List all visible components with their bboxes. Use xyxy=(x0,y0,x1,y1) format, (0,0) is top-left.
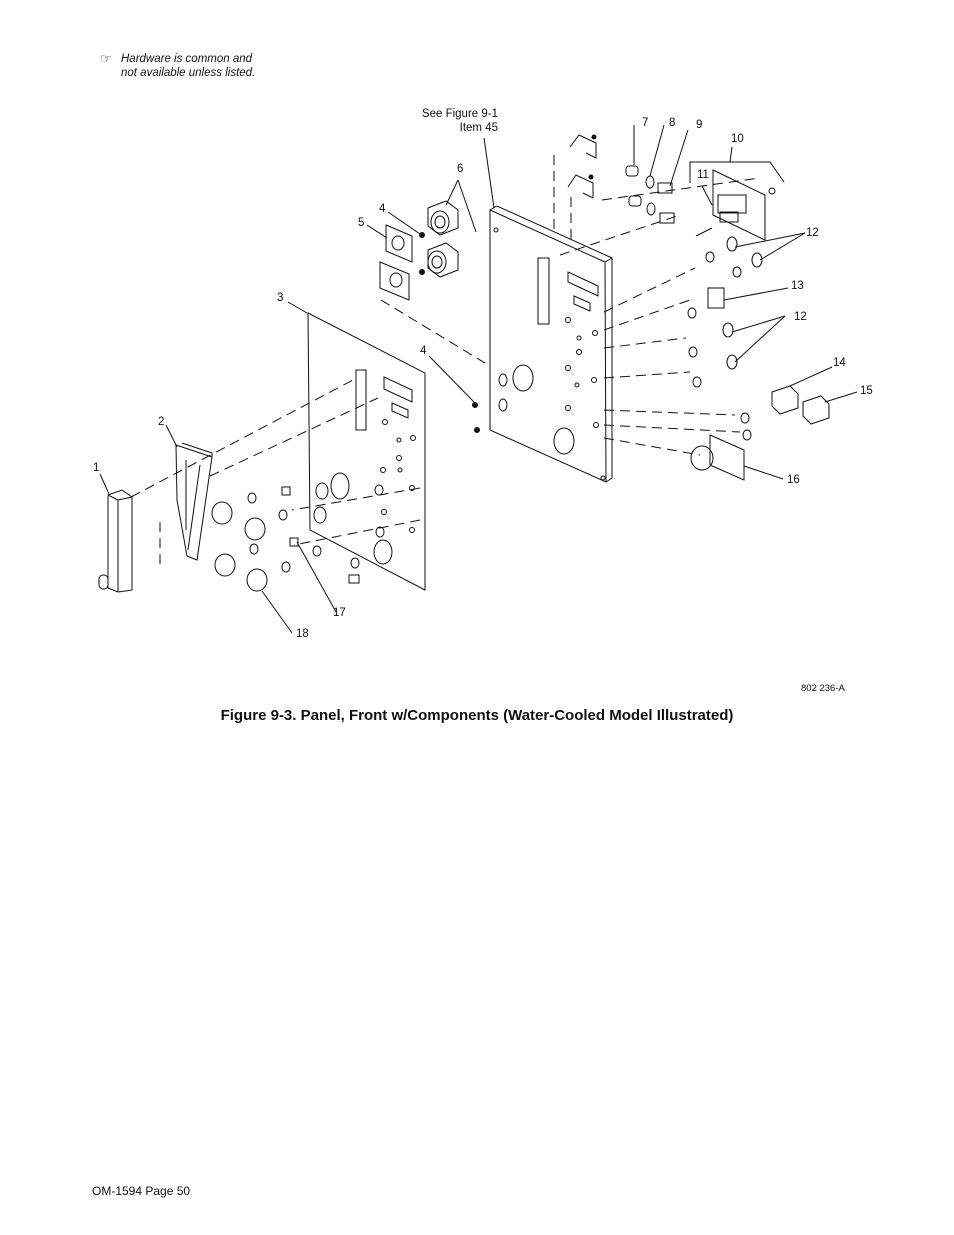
parts-12-13-controls xyxy=(687,236,763,388)
callout-12-upper: 12 xyxy=(806,227,819,239)
reference-line-1: See Figure 9-1 xyxy=(421,108,498,120)
callout-10: 10 xyxy=(731,133,744,145)
pointing-hand-icon: ☞ xyxy=(100,51,112,66)
front-panel-nameplate xyxy=(307,312,426,591)
reference-line-2: Item 45 xyxy=(459,122,498,134)
mounting-clips xyxy=(567,134,597,199)
note-line-1: Hardware is common and xyxy=(121,53,253,65)
callout-5: 5 xyxy=(358,217,365,229)
callout-13: 13 xyxy=(791,280,804,292)
callout-18: 18 xyxy=(296,628,309,640)
callout-11: 11 xyxy=(697,169,709,181)
note-line-2: not available unless listed. xyxy=(121,67,256,79)
parts-7-8-9-fittings xyxy=(625,165,675,224)
callout-4-upper: 4 xyxy=(379,203,386,215)
callout-8: 8 xyxy=(669,117,676,129)
reference-label: See Figure 9-1 Item 45 xyxy=(404,107,498,135)
part-18-knobs xyxy=(211,484,385,592)
projection-lines xyxy=(130,155,761,565)
part-2-bracket xyxy=(175,442,213,561)
rear-panel xyxy=(489,205,613,483)
part-10-11-module xyxy=(695,169,776,241)
callout-17: 17 xyxy=(333,607,346,619)
callout-16: 16 xyxy=(787,474,800,486)
leader-lines xyxy=(99,124,858,634)
callout-6: 6 xyxy=(457,163,464,175)
callout-14: 14 xyxy=(833,357,846,369)
part-1-flowmeter xyxy=(98,489,133,593)
page-footer: OM-1594 Page 50 xyxy=(92,1184,191,1198)
callout-9: 9 xyxy=(696,119,703,131)
callout-3: 3 xyxy=(277,292,284,304)
callout-12-lower: 12 xyxy=(794,311,807,323)
callout-15: 15 xyxy=(860,385,873,397)
parts-5-6-receptacles xyxy=(379,200,480,433)
callout-2: 2 xyxy=(158,416,165,428)
callout-7: 7 xyxy=(642,117,649,129)
parts-14-15-16-switches xyxy=(690,385,830,481)
callout-4-lower: 4 xyxy=(420,345,427,357)
figure-caption: Figure 9-3. Panel, Front w/Components (W… xyxy=(220,707,734,724)
callout-1: 1 xyxy=(93,462,100,474)
drawing-number: 802 236-A xyxy=(801,683,845,694)
